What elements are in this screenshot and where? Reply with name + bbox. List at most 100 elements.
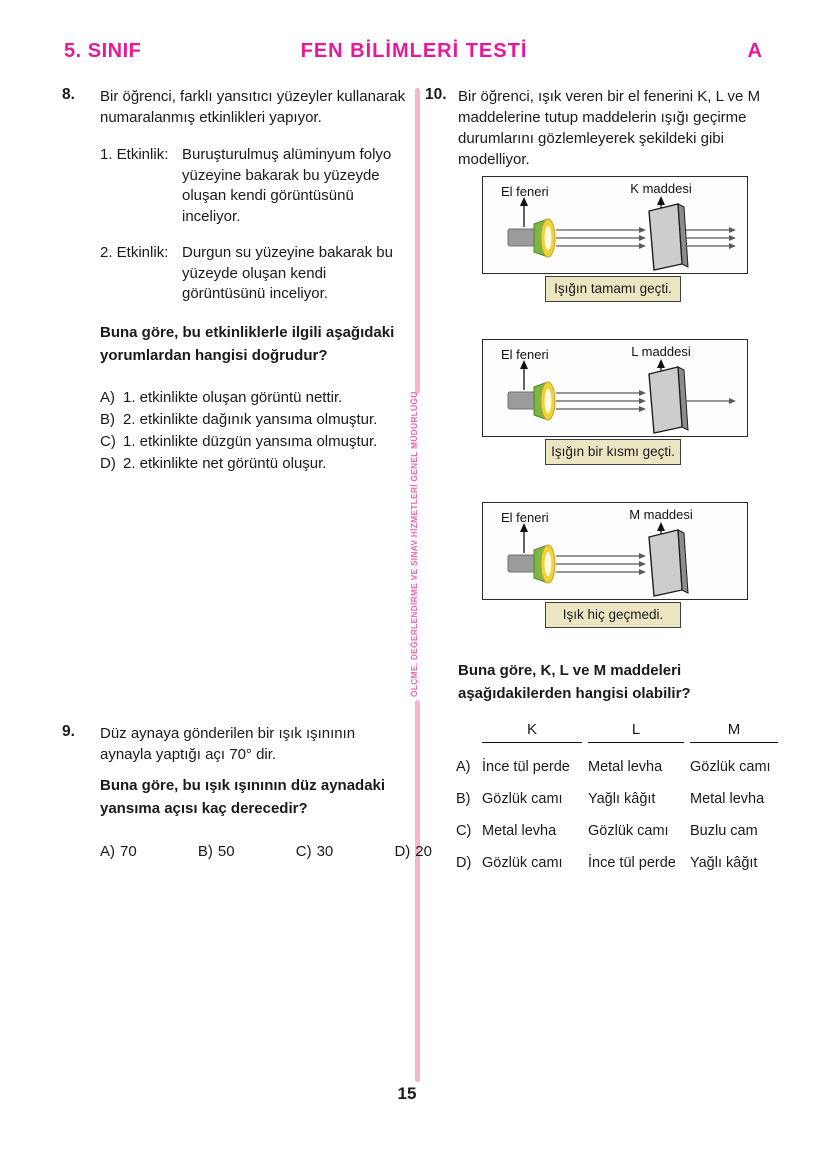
option-a: A) 70 bbox=[100, 842, 137, 862]
label-arrow-icon bbox=[520, 197, 528, 227]
light-rays-out-arrowheads bbox=[729, 227, 736, 249]
material-panel-icon bbox=[648, 529, 689, 597]
light-rays-in-arrowheads bbox=[639, 390, 646, 412]
option-a-cell-l: Metal levha bbox=[588, 759, 663, 775]
figure-m-caption: Işık hiç geçmedi. bbox=[545, 602, 681, 628]
activity-1-label: 1. Etkinlik: bbox=[100, 146, 169, 163]
option-d: D) 20 bbox=[394, 842, 432, 862]
activity-list: 1. Etkinlik: Buruşturulmuş alüminyum fol… bbox=[100, 145, 408, 305]
option-a-text: 1. etkinlikte oluşan görüntü nettir. bbox=[123, 388, 343, 406]
question-8: 8. Bir öğrenci, farklı yansıtıcı yüzeyle… bbox=[62, 86, 408, 475]
material-label: M maddesi bbox=[629, 507, 693, 522]
option-c-cell-l: Gözlük camı bbox=[588, 823, 669, 839]
activity-1: 1. Etkinlik: Buruşturulmuş alüminyum fol… bbox=[100, 145, 408, 227]
option-d-cell-l: İnce tül perde bbox=[588, 855, 676, 871]
page-header: 5. SINIF FEN BİLİMLERİ TESTİ A bbox=[0, 40, 828, 68]
option-d: D) 2. etkinlikte net görüntü oluşur. bbox=[100, 453, 408, 475]
activity-2-label: 2. Etkinlik: bbox=[100, 244, 169, 261]
question-10-number: 10. bbox=[425, 86, 447, 103]
activity-1-text: Buruşturulmuş alüminyum folyo yüzeyine b… bbox=[182, 146, 392, 225]
left-column: 8. Bir öğrenci, farklı yansıtıcı yüzeyle… bbox=[62, 86, 408, 475]
option-a-cell-m: Gözlük camı bbox=[690, 759, 771, 775]
question-9-number: 9. bbox=[62, 723, 75, 740]
right-column: 10. Bir öğrenci, ışık veren bir el fener… bbox=[425, 86, 797, 871]
figure-m-frame: El feneri M maddesi bbox=[482, 502, 748, 600]
option-c-label: C) bbox=[295, 843, 312, 860]
option-b-cell-m: Metal levha bbox=[690, 791, 765, 807]
figure-k-diagram: El feneri K maddesi bbox=[501, 181, 736, 271]
light-ray-out-arrowhead bbox=[729, 398, 736, 404]
question-8-stem: Buna göre, bu etkinliklerle ilgili aşağı… bbox=[100, 323, 395, 364]
option-b: B) 50 bbox=[198, 842, 235, 862]
label-arrow-icon bbox=[520, 523, 528, 553]
option-a-label: A) bbox=[100, 843, 115, 860]
figure-l-diagram: El feneri L maddesi bbox=[501, 344, 736, 434]
option-b-label: B) bbox=[197, 843, 213, 860]
option-a: A) 1. etkinlikte oluşan görüntü nettir. bbox=[100, 387, 408, 409]
activity-2-text: Durgun su yüzeyine bakarak bu yüzeyde ol… bbox=[182, 244, 393, 302]
question-10-intro: Bir öğrenci, ışık veren bir el fenerini … bbox=[458, 88, 761, 168]
option-a-cell-k: İnce tül perde bbox=[482, 759, 570, 775]
flashlight-icon bbox=[507, 218, 556, 258]
option-d-text: 20 bbox=[415, 843, 432, 860]
activity-2: 2. Etkinlik: Durgun su yüzeyine bakarak … bbox=[100, 243, 408, 305]
option-b-label: B) bbox=[100, 410, 115, 428]
option-c-text: 30 bbox=[316, 843, 334, 860]
light-rays-out-icon bbox=[686, 229, 730, 247]
option-d-cell-m: Yağlı kâğıt bbox=[690, 855, 758, 871]
flashlight-label: El feneri bbox=[501, 347, 549, 362]
figure-l-caption: Işığın bir kısmı geçti. bbox=[545, 439, 681, 465]
option-b-text: 2. etkinlikte dağınık yansıma olmuştur. bbox=[123, 410, 378, 428]
booklet-letter: A bbox=[747, 40, 762, 62]
divider-line-bottom bbox=[415, 700, 420, 1082]
option-c-cell-m: Buzlu cam bbox=[690, 823, 758, 839]
column-header-m: M bbox=[690, 721, 778, 743]
column-header-k: K bbox=[482, 721, 582, 743]
figure-k-caption: Işığın tamamı geçti. bbox=[545, 276, 681, 302]
test-title: FEN BİLİMLERİ TESTİ bbox=[300, 40, 528, 62]
question-9-intro: Düz aynaya gönderilen bir ışık ışınının … bbox=[100, 725, 356, 763]
option-d-text: 2. etkinlikte net görüntü oluşur. bbox=[123, 454, 327, 472]
flashlight-label: El feneri bbox=[501, 510, 549, 525]
divider-line-top bbox=[415, 88, 420, 394]
option-d-label: D) bbox=[394, 843, 411, 860]
column-header-l: L bbox=[588, 721, 684, 743]
option-b-cell-l: Yağlı kâğıt bbox=[588, 791, 656, 807]
question-8-number: 8. bbox=[62, 86, 75, 103]
light-rays-in-icon bbox=[556, 555, 640, 573]
option-b-text: 50 bbox=[217, 843, 235, 860]
question-10-stem: Buna göre, K, L ve M maddeleri aşağıdaki… bbox=[458, 662, 691, 702]
question-10: 10. Bir öğrenci, ışık veren bir el fener… bbox=[425, 86, 797, 871]
option-b: B) 2. etkinlikte dağınık yansıma olmuştu… bbox=[100, 409, 408, 431]
light-rays-in-arrowheads bbox=[639, 227, 646, 249]
option-c-text: 1. etkinlikte düzgün yansıma olmuştur. bbox=[123, 432, 378, 450]
option-c: C) 30 bbox=[296, 842, 334, 862]
question-9-stem: Buna göre, bu ışık ışınının düz aynadaki… bbox=[100, 777, 386, 817]
figure-m-diagram: El feneri M maddesi bbox=[501, 507, 693, 597]
option-d-cell-k: Gözlük camı bbox=[482, 855, 563, 871]
option-b-label: B) bbox=[456, 791, 471, 807]
label-arrow-icon bbox=[520, 360, 528, 390]
figure-k: El feneri K maddesi bbox=[482, 176, 748, 302]
flashlight-icon bbox=[507, 381, 556, 421]
flashlight-label: El feneri bbox=[501, 184, 549, 199]
page-number: 15 bbox=[397, 1084, 417, 1103]
grade-label: 5. SINIF bbox=[64, 40, 142, 62]
question-8-options: A) 1. etkinlikte oluşan görüntü nettir. … bbox=[100, 387, 408, 475]
question-9: 9. Düz aynaya gönderilen bir ışık ışının… bbox=[62, 723, 432, 862]
option-a-label: A) bbox=[456, 759, 471, 775]
light-rays-in-arrowheads bbox=[639, 553, 646, 575]
flashlight-icon bbox=[507, 544, 556, 584]
option-d-label: D) bbox=[100, 454, 116, 472]
material-label: K maddesi bbox=[630, 181, 692, 196]
option-b-cell-k: Gözlük camı bbox=[482, 791, 563, 807]
figure-l-frame: El feneri L maddesi bbox=[482, 339, 748, 437]
question-8-intro: Bir öğrenci, farklı yansıtıcı yüzeyler k… bbox=[100, 88, 406, 126]
option-c-label: C) bbox=[456, 823, 472, 839]
option-c-cell-k: Metal levha bbox=[482, 823, 557, 839]
option-a-label: A) bbox=[100, 388, 115, 406]
light-rays-in-icon bbox=[556, 229, 640, 247]
option-a-text: 70 bbox=[120, 843, 137, 860]
option-c: C) 1. etkinlikte düzgün yansıma olmuştur… bbox=[100, 431, 408, 453]
figure-l: El feneri L maddesi bbox=[482, 339, 748, 465]
